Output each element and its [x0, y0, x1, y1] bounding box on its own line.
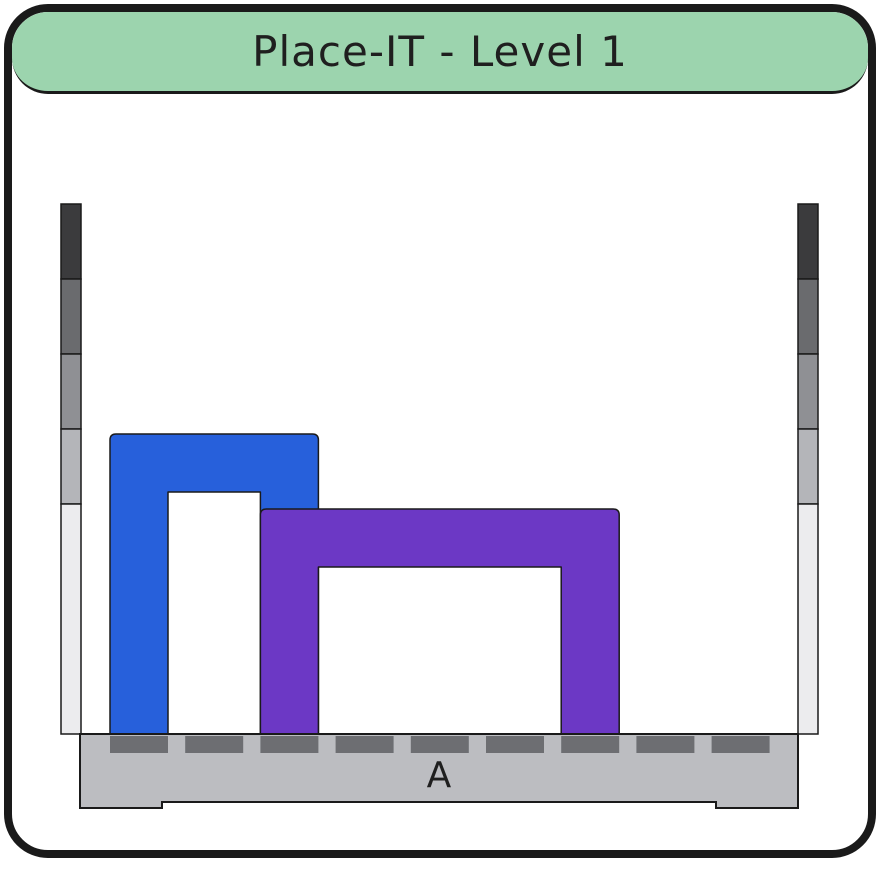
gauge-segment — [797, 278, 819, 355]
purple-piece — [259, 508, 620, 735]
right-height-gauge — [797, 203, 819, 735]
left-height-gauge — [60, 203, 82, 735]
gauge-segment — [60, 278, 82, 355]
gauge-segment — [797, 428, 819, 505]
platform-slot — [486, 736, 544, 753]
platform-slot — [636, 736, 695, 753]
platform-slot — [185, 736, 244, 753]
platform-slot — [335, 736, 394, 753]
platform-slot — [260, 736, 319, 753]
gauge-segment — [60, 428, 82, 505]
title-bar: Place-IT - Level 1 — [12, 12, 868, 94]
pieces-layer — [109, 433, 620, 735]
level-title: Place-IT - Level 1 — [252, 27, 628, 76]
gauge-segment — [60, 353, 82, 430]
gauge-segment — [797, 503, 819, 735]
gauge-segment — [60, 503, 82, 735]
gauge-segment — [60, 203, 82, 280]
platform: A — [79, 733, 799, 809]
platform-slot — [561, 736, 620, 753]
platform-slot — [110, 736, 168, 753]
platform-slot — [711, 736, 770, 753]
gauge-segment — [797, 353, 819, 430]
platform-label: A — [427, 755, 452, 796]
platform-slot — [410, 736, 469, 753]
gauge-segment — [797, 203, 819, 280]
platform-slots — [110, 736, 770, 753]
